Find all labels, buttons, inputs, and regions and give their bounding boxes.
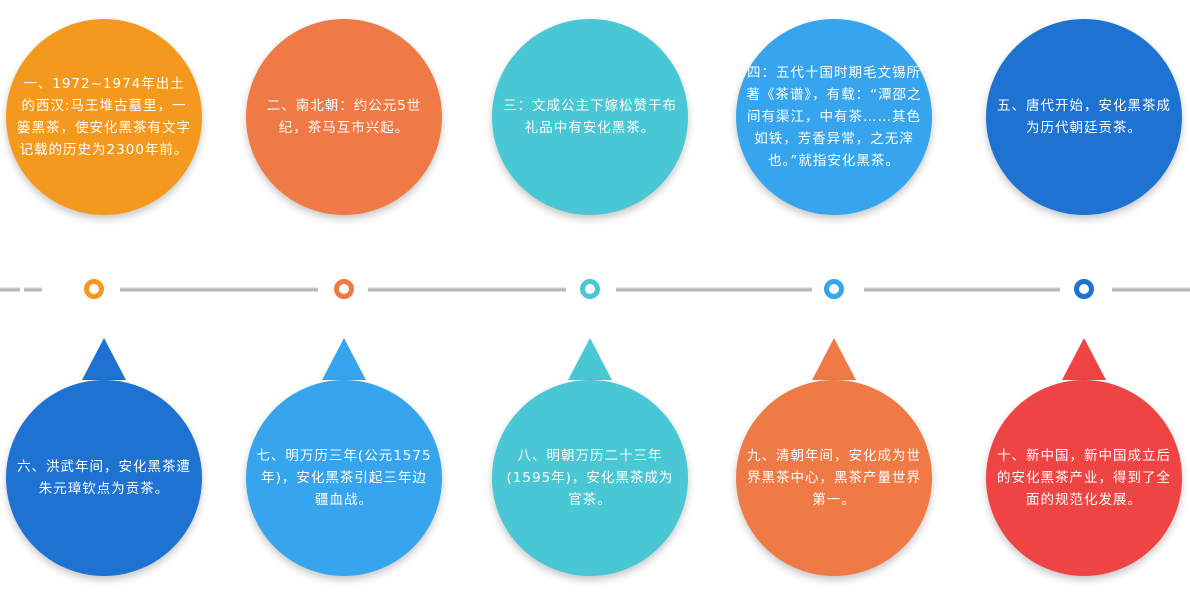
event-text: 五、唐代开始，安化黑茶成为历代朝廷贡茶。 — [997, 98, 1171, 136]
timeline-node-1 — [84, 279, 104, 299]
timeline-segment — [864, 287, 1060, 292]
event-text: 七、明万历三年(公元1575年)，安化黑茶引起三年边疆血战。 — [256, 448, 432, 508]
pointer-up — [322, 338, 366, 380]
event-bubble-4: 四：五代十国时期毛文锡所著《茶谱》，有载：“潭邵之间有渠江，中有茶……其色如铁，… — [736, 19, 932, 215]
event-text: 八、明朝万历二十三年(1595年)，安化黑茶成为官茶。 — [506, 448, 674, 508]
event-bubble-9: 九、清朝年间，安化成为世界黑茶中心，黑茶产量世界第一。 — [736, 380, 932, 576]
timeline-node-3 — [580, 279, 600, 299]
event-bubble-8: 八、明朝万历二十三年(1595年)，安化黑茶成为官茶。 — [492, 380, 688, 576]
event-bubble-2: 二、南北朝：约公元5世纪，茶马互市兴起。 — [246, 19, 442, 215]
event-text: 三：文成公主下嫁松赞干布礼品中有安化黑茶。 — [503, 98, 677, 136]
event-text: 九、清朝年间，安化成为世界黑茶中心，黑茶产量世界第一。 — [747, 448, 921, 508]
event-bubble-3: 三：文成公主下嫁松赞干布礼品中有安化黑茶。 — [492, 19, 688, 215]
pointer-up — [82, 338, 126, 380]
timeline-segment — [1112, 287, 1190, 292]
event-bubble-5: 五、唐代开始，安化黑茶成为历代朝廷贡茶。 — [986, 19, 1182, 215]
event-text: 四：五代十国时期毛文锡所著《茶谱》，有载：“潭邵之间有渠江，中有茶……其色如铁，… — [746, 65, 922, 169]
timeline-node-2 — [334, 279, 354, 299]
event-text: 二、南北朝：约公元5世纪，茶马互市兴起。 — [266, 98, 422, 136]
event-bubble-10: 十、新中国，新中国成立后的安化黑茶产业，得到了全面的规范化发展。 — [986, 380, 1182, 576]
timeline-segment — [0, 287, 20, 292]
event-bubble-7: 七、明万历三年(公元1575年)，安化黑茶引起三年边疆血战。 — [246, 380, 442, 576]
pointer-up — [812, 338, 856, 380]
timeline-segment — [368, 287, 566, 292]
timeline-segment — [616, 287, 812, 292]
timeline-segment — [120, 287, 318, 292]
pointer-up — [568, 338, 612, 380]
event-text: 六、洪武年间，安化黑茶遭朱元璋钦点为贡茶。 — [17, 459, 191, 497]
event-text: 十、新中国，新中国成立后的安化黑茶产业，得到了全面的规范化发展。 — [997, 448, 1171, 508]
timeline-node-5 — [1074, 279, 1094, 299]
event-bubble-1: 一、1972~1974年出土的西汉:马王堆古墓里，一篓黑茶，使安化黑茶有文字记载… — [6, 19, 202, 215]
event-bubble-6: 六、洪武年间，安化黑茶遭朱元璋钦点为贡茶。 — [6, 380, 202, 576]
pointer-up — [1062, 338, 1106, 380]
timeline-segment — [24, 287, 42, 292]
timeline-node-4 — [824, 279, 844, 299]
event-text: 一、1972~1974年出土的西汉:马王堆古墓里，一篓黑茶，使安化黑茶有文字记载… — [17, 76, 191, 158]
